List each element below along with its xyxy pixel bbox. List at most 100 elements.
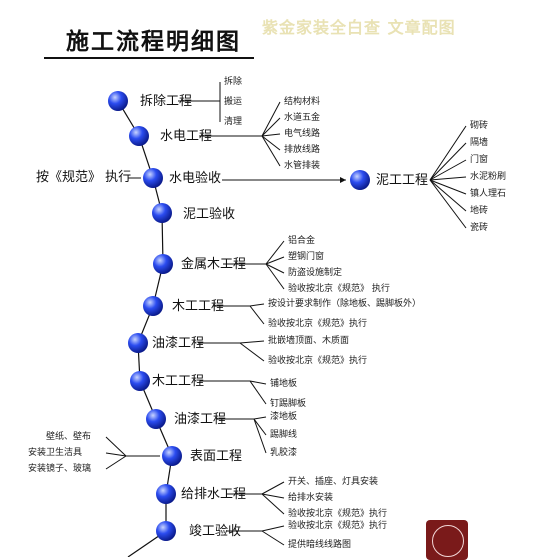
sub-item: 钉踢脚板 <box>270 399 307 409</box>
sub-item: 漆地板 <box>270 412 298 422</box>
bracket-branch <box>253 418 267 436</box>
sub-item: 防盗设施制定 <box>288 268 343 278</box>
branch-sub-item: 瓷砖 <box>470 223 489 233</box>
sub-item: 电气线路 <box>284 129 321 139</box>
flow-node-label: 油漆工程 <box>174 412 227 427</box>
flow-node <box>128 333 148 353</box>
branch-bracket <box>429 179 467 195</box>
bracket-branch <box>265 240 285 265</box>
sub-item: 踢脚线 <box>270 430 298 440</box>
flow-node-label: 表面工程 <box>190 449 243 464</box>
flow-node <box>146 409 166 429</box>
sub-item: 批嵌墙顶面、木质面 <box>268 336 350 346</box>
flow-node-label: 木工工程 <box>152 374 205 389</box>
sub-item: 水道五金 <box>284 113 321 123</box>
bracket-branch <box>261 530 285 546</box>
bracket-branch <box>249 380 267 405</box>
branch-sub-item: 水泥粉刷 <box>470 172 507 182</box>
left-bracket <box>105 455 127 470</box>
bracket-branch <box>261 133 281 137</box>
flow-node <box>162 446 182 466</box>
branch-sub-item: 隔墙 <box>470 138 489 148</box>
bracket-branch <box>265 256 285 265</box>
flow-node <box>143 296 163 316</box>
bracket-branch <box>253 416 267 420</box>
sub-item: 乳胶漆 <box>270 448 298 458</box>
bracket-branch <box>261 101 281 137</box>
sub-item: 提供暗线线路图 <box>288 540 352 550</box>
bracket-branch <box>261 481 285 495</box>
branch-bracket <box>429 179 467 229</box>
page-title: 施工流程明细图 <box>66 28 241 55</box>
flow-node-label: 竣工验收 <box>189 524 242 539</box>
sub-item: 验收按北京《规范》执行 <box>288 509 388 519</box>
bracket-branch <box>239 342 265 362</box>
branch-bracket <box>429 125 467 181</box>
branch-sub-item: 镇人理石 <box>470 189 507 199</box>
left-bracket <box>105 452 127 457</box>
branch-sub-item: 地砖 <box>470 206 489 216</box>
left-item: 安装镜子、玻璃 <box>28 464 92 474</box>
bracket-branch <box>261 493 285 499</box>
flow-node <box>130 371 150 391</box>
sub-item: 验收按北京《规范》 执行 <box>288 284 390 294</box>
bracket-branch <box>261 135 281 167</box>
branch-node-label: 泥工工程 <box>376 173 429 188</box>
flow-node <box>156 484 176 504</box>
seal-stamp <box>426 520 468 560</box>
sub-item: 按设计要求制作（除地板、踢脚板外） <box>268 299 422 309</box>
sub-item: 排放线路 <box>284 145 321 155</box>
sub-item: 拆除 <box>224 77 243 87</box>
branch-bracket <box>429 142 467 181</box>
sub-item: 铝合金 <box>288 236 316 246</box>
flow-node-label: 油漆工程 <box>152 336 205 351</box>
left-note: 按《规范》 执行 <box>36 170 132 185</box>
flow-node <box>129 126 149 146</box>
bracket-branch <box>261 135 281 151</box>
bracket-branch <box>249 380 267 385</box>
bracket-branch <box>261 117 281 137</box>
bracket-branch <box>265 263 285 274</box>
sub-item: 给排水安装 <box>288 493 334 503</box>
sub-item: 塑钢门窗 <box>288 252 325 262</box>
bracket-branch <box>239 340 265 344</box>
seal-ring <box>432 525 464 557</box>
bracket-branch <box>253 418 267 454</box>
branch-sub-item: 门窗 <box>470 155 489 165</box>
sub-item: 验收按北京《规范》执行 <box>268 356 368 366</box>
flow-node <box>156 521 176 541</box>
flow-node-label: 水电工程 <box>160 129 213 144</box>
bracket-branch <box>261 525 285 532</box>
sub-item: 搬运 <box>224 97 243 107</box>
branch-bracket <box>429 179 467 212</box>
branch-sub-item: 砌砖 <box>470 121 489 131</box>
flow-node <box>152 203 172 223</box>
sub-item: 验收按北京《规范》执行 <box>288 521 388 531</box>
branch-bracket <box>429 159 467 181</box>
sub-item: 水管排装 <box>284 161 321 171</box>
left-item: 安装卫生洁具 <box>28 448 83 458</box>
flow-node-label: 拆除工程 <box>140 94 193 109</box>
branch-node <box>350 170 370 190</box>
flow-node <box>143 168 163 188</box>
bracket-branch <box>265 263 285 290</box>
flow-node-label: 泥工验收 <box>183 207 236 222</box>
flow-node <box>153 254 173 274</box>
flow-node-label: 水电验收 <box>169 171 222 186</box>
flow-node-label: 给排水工程 <box>181 487 247 502</box>
flow-node <box>108 91 128 111</box>
bracket-branch <box>249 305 265 325</box>
title-underline <box>44 57 254 59</box>
left-bracket <box>105 436 127 457</box>
flow-node-label: 木工工程 <box>172 299 225 314</box>
sub-item: 验收按北京《规范》执行 <box>268 319 368 329</box>
sub-item: 结构材料 <box>284 97 321 107</box>
sub-item: 开关、插座、灯具安装 <box>288 477 379 487</box>
sub-item: 铺地板 <box>270 379 298 389</box>
bracket-branch <box>249 303 265 307</box>
branch-bracket <box>429 176 467 181</box>
sub-item: 清理 <box>224 117 243 127</box>
flow-node-label: 金属木工程 <box>181 257 247 272</box>
